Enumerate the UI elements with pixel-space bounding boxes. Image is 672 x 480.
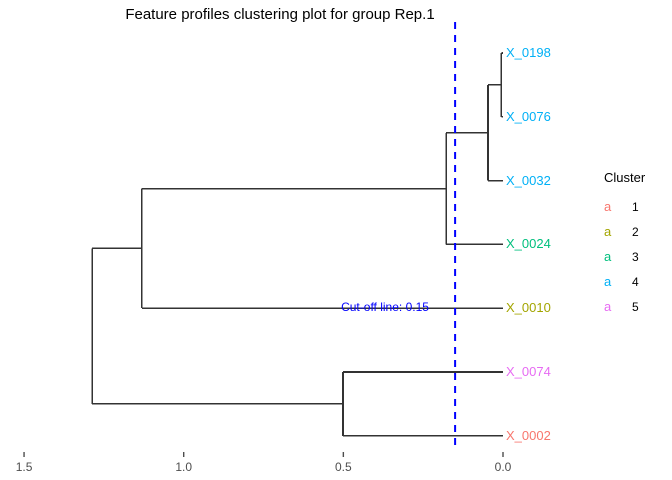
legend-item-label: 3 xyxy=(632,249,639,264)
legend-key-glyph: a xyxy=(604,224,612,239)
leaf-label-x_0002: X_0002 xyxy=(506,427,551,443)
leaf-label-x_0024: X_0024 xyxy=(506,236,551,252)
legend-item-label: 1 xyxy=(632,199,639,214)
legend-title: Cluster xyxy=(604,170,646,185)
axis-tick-label: 0.0 xyxy=(494,460,512,474)
leaf-label-x_0198: X_0198 xyxy=(506,45,551,60)
leaf-label-x_0074: X_0074 xyxy=(506,364,551,379)
legend-item-label: 2 xyxy=(632,224,639,239)
axis-tick-label: 0.5 xyxy=(335,460,352,474)
leaf-label-x_0032: X_0032 xyxy=(506,172,551,188)
page-title: Feature profiles clustering plot for gro… xyxy=(125,6,435,23)
legend-key-glyph: a xyxy=(604,199,612,214)
axis-tick-marks xyxy=(23,452,504,457)
axis-tick-label: 1.5 xyxy=(15,460,33,474)
legend-item-label: 4 xyxy=(632,274,639,289)
leaf-label-x_0076: X_0076 xyxy=(506,108,551,124)
legend-item-label: 5 xyxy=(632,299,639,314)
axis-tick-label: 1.0 xyxy=(175,460,193,474)
legend-key-glyph: a xyxy=(604,299,612,314)
cutoff-label: Cut-off line: 0.15 xyxy=(341,300,429,315)
leaf-label-x_0010: X_0010 xyxy=(506,300,551,316)
legend-key-glyph: a xyxy=(604,249,612,264)
legend-key-glyph: a xyxy=(604,274,612,289)
dendrogram-branches xyxy=(91,52,503,437)
